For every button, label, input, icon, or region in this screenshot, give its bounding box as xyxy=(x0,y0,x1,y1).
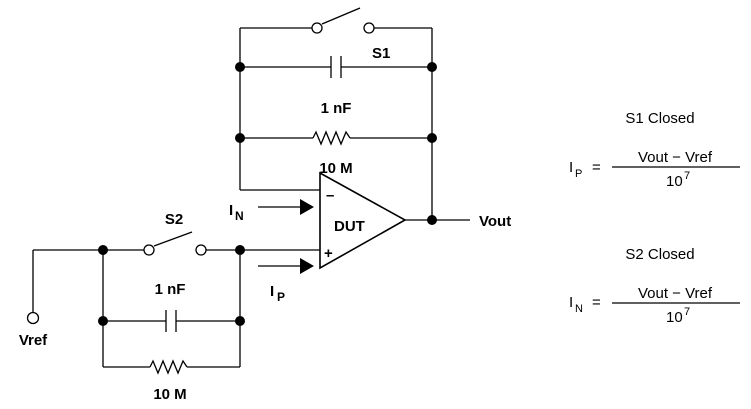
s1-switch-blade xyxy=(321,7,361,25)
junction-dot xyxy=(98,316,108,326)
equation-lhs-main: I xyxy=(569,294,573,311)
s1-contact-right xyxy=(363,22,375,34)
junction-dot xyxy=(235,316,245,326)
cap-feedback-label: 1 nF xyxy=(321,100,352,117)
s2-contact-right xyxy=(195,244,207,256)
equation-lhs-sub: N xyxy=(575,303,583,315)
vref-label: Vref xyxy=(19,332,48,349)
res-feedback-label: 10 M xyxy=(319,160,352,177)
noninverting-input-sign: + xyxy=(324,245,333,262)
equation-denominator-base: 10 xyxy=(666,173,683,190)
s2-contact-left xyxy=(143,244,155,256)
junction-dot xyxy=(427,62,437,72)
cap-input-label: 1 nF xyxy=(155,281,186,298)
equation-equals: = xyxy=(592,159,601,176)
input-network: Vref S2 1 nF 10 M xyxy=(19,211,320,403)
junction-dot xyxy=(235,245,245,255)
res-input-label: 10 M xyxy=(153,386,186,403)
dut-label: DUT xyxy=(334,218,365,235)
equation-numerator: Vout − Vref xyxy=(638,285,713,302)
equation-heading: S1 Closed xyxy=(625,110,694,127)
ip-arrow-head xyxy=(300,258,314,274)
equation-s2: S2 Closed I N = Vout − Vref 10 7 xyxy=(569,246,740,326)
in-label-sub: N xyxy=(235,209,244,223)
s1-contact-left xyxy=(311,22,323,34)
feedback-network: S1 1 nF 10 M xyxy=(235,7,437,220)
equation-lhs-main: I xyxy=(569,159,573,176)
ip-label-main: I xyxy=(270,283,274,300)
equation-numerator: Vout − Vref xyxy=(638,149,713,166)
equation-equals: = xyxy=(592,294,601,311)
s2-label: S2 xyxy=(165,211,183,228)
equation-denominator-exp: 7 xyxy=(684,170,690,182)
equation-heading: S2 Closed xyxy=(625,246,694,263)
equation-s1: S1 Closed I P = Vout − Vref 10 7 xyxy=(569,110,740,190)
op-amp: DUT – + Vout I N I P xyxy=(229,171,511,304)
junction-dot xyxy=(235,133,245,143)
vref-terminal xyxy=(26,311,40,325)
s1-label: S1 xyxy=(372,45,390,62)
junction-dot xyxy=(98,245,108,255)
junction-dot xyxy=(427,215,437,225)
vout-label: Vout xyxy=(479,213,511,230)
junction-dot xyxy=(427,133,437,143)
ip-label-sub: P xyxy=(277,290,285,304)
res-feedback-zigzag xyxy=(312,130,351,146)
op-amp-triangle xyxy=(319,171,407,270)
in-label-main: I xyxy=(229,202,233,219)
in-arrow-head xyxy=(300,199,314,215)
equation-lhs-sub: P xyxy=(575,168,582,180)
inverting-input-sign: – xyxy=(326,187,334,204)
res-input-zigzag xyxy=(149,359,188,375)
junction-dot xyxy=(235,62,245,72)
equation-denominator-base: 10 xyxy=(666,309,683,326)
equation-denominator-exp: 7 xyxy=(684,306,690,318)
s2-switch-blade xyxy=(153,231,193,247)
